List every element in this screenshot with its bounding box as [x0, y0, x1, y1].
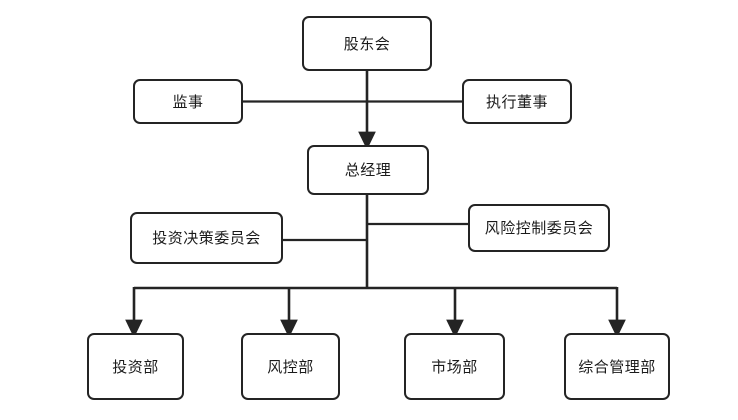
node-label: 投资决策委员会	[152, 229, 261, 247]
node-label: 总经理	[344, 161, 392, 179]
node-label: 监事	[172, 92, 204, 111]
node-label: 投资部	[112, 357, 159, 376]
node-risk-control-committee[interactable]: 风险控制委员会	[468, 204, 610, 252]
node-label: 执行董事	[485, 92, 548, 111]
node-investment-decision-committee[interactable]: 投资决策委员会	[130, 212, 283, 264]
node-label: 综合管理部	[578, 357, 656, 376]
node-label: 股东会	[343, 34, 391, 53]
node-shareholders-meeting[interactable]: 股东会	[302, 16, 432, 71]
node-executive-director[interactable]: 执行董事	[462, 79, 572, 124]
node-label: 市场部	[431, 357, 478, 376]
node-department-investment[interactable]: 投资部	[87, 333, 184, 400]
node-label: 风控部	[267, 357, 314, 376]
node-department-risk-control[interactable]: 风控部	[241, 333, 340, 400]
node-supervisor[interactable]: 监事	[133, 79, 243, 124]
node-label: 风险控制委员会	[484, 219, 594, 237]
node-department-marketing[interactable]: 市场部	[404, 333, 505, 400]
node-department-general-management[interactable]: 综合管理部	[564, 333, 670, 400]
node-general-manager[interactable]: 总经理	[307, 145, 429, 195]
